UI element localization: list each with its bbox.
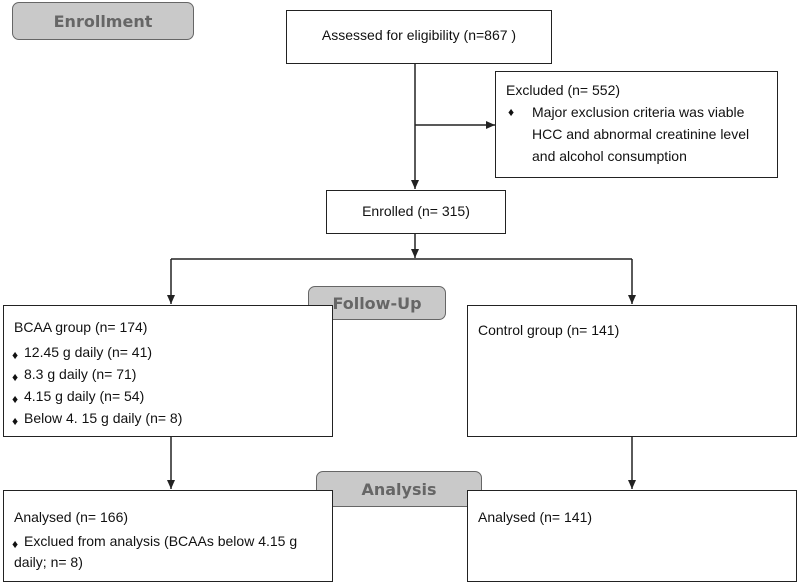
excluded-line-2: HCC and abnormal creatinine level [532,126,750,142]
analysed-bcaa-line-1: Exclued from analysis (BCAAs below 4.15 … [24,533,298,549]
bcaa-group-box: BCAA group (n= 174) ♦ 12.45 g daily (n= … [3,305,333,437]
excluded-title: Excluded (n= 552) [506,82,621,98]
analysed-bcaa-bullet: ♦ [12,537,19,551]
analysed-bcaa-line-2: daily; n= 8) [14,554,83,570]
enrolled-text: Enrolled (n= 315) [362,203,470,219]
excluded-line-1: Major exclusion criteria was viable [532,104,745,120]
analysed-control-title: Analysed (n= 141) [478,509,593,525]
assessed-text: Assessed for eligibility (n=867 ) [321,27,517,43]
analysed-bcaa-box: Analysed (n= 166) ♦ Exclued from analysi… [3,490,333,582]
stage-followup: Follow-Up [308,286,446,320]
stage-enrollment: Enrollment [12,2,194,40]
excluded-bullet: ♦ [508,105,515,119]
analysed-control-box: Analysed (n= 141) [467,490,797,582]
bcaa-bullet-3: ♦ [12,392,19,406]
stage-analysis: Analysis [316,471,482,507]
bcaa-item-3: 4.15 g daily (n= 54) [24,388,145,404]
bcaa-title: BCAA group (n= 174) [14,319,148,335]
bcaa-bullet-4: ♦ [12,414,19,428]
bcaa-bullet-2: ♦ [12,370,19,384]
control-group-box: Control group (n= 141) [467,305,797,437]
excluded-line-3: and alcohol consumption [532,148,687,164]
excluded-box: Excluded (n= 552) ♦ Major exclusion crit… [495,71,778,178]
assessed-box: Assessed for eligibility (n=867 ) [286,10,552,64]
control-title: Control group (n= 141) [478,322,620,338]
enrolled-box: Enrolled (n= 315) [326,190,506,234]
bcaa-item-4: Below 4. 15 g daily (n= 8) [24,410,183,426]
bcaa-item-1: 12.45 g daily (n= 41) [24,344,153,360]
bcaa-item-2: 8.3 g daily (n= 71) [24,366,137,382]
bcaa-bullet-1: ♦ [12,348,19,362]
analysed-bcaa-title: Analysed (n= 166) [14,509,129,525]
